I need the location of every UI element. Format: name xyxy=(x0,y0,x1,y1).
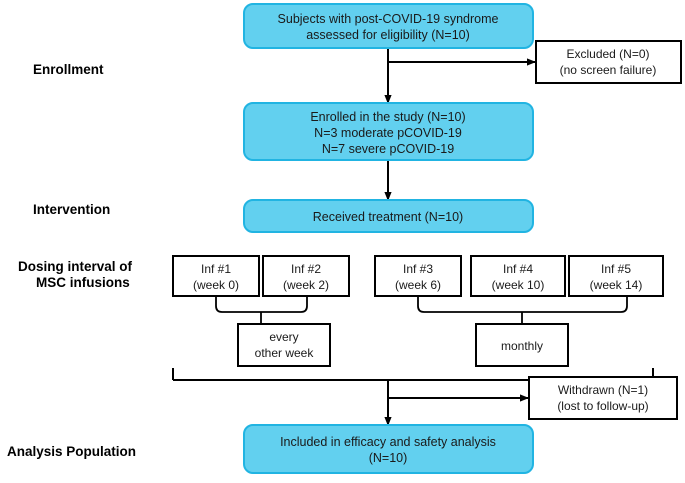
node-screening-box[interactable] xyxy=(243,3,534,49)
node-infusion-1-box[interactable] xyxy=(172,255,260,297)
node-excluded-box[interactable] xyxy=(535,40,682,84)
stage-label-dosing-line2: MSC infusions xyxy=(36,275,130,290)
node-infusion-1-line2: (week 0) xyxy=(193,278,239,292)
node-enrolled-line3: N=7 severe pCOVID-19 xyxy=(322,142,454,156)
node-excluded-line1: Excluded (N=0) xyxy=(566,47,649,61)
node-treatment[interactable]: Received treatment (N=10) xyxy=(243,199,534,233)
bracket-monthly xyxy=(417,296,628,313)
node-infusion-2-line1: Inf #2 xyxy=(291,262,321,276)
node-monthly-box[interactable] xyxy=(475,323,569,367)
node-infusion-2-box[interactable] xyxy=(262,255,350,297)
node-enrolled-line2: N=3 moderate pCOVID-19 xyxy=(314,126,462,140)
node-withdrawn-line2: (lost to follow-up) xyxy=(557,399,648,413)
node-analysis-line2: (N=10) xyxy=(369,451,408,465)
node-infusion-5-line2: (week 14) xyxy=(590,278,643,292)
node-enrolled[interactable]: Enrolled in the study (N=10) N=3 moderat… xyxy=(243,102,534,161)
node-screening[interactable]: Subjects with post-COVID-19 syndrome ass… xyxy=(243,3,534,49)
node-infusion-3-box[interactable] xyxy=(374,255,462,297)
node-infusion-5-line1: Inf #5 xyxy=(601,262,631,276)
node-excluded[interactable]: Excluded (N=0) (no screen failure) xyxy=(535,40,682,84)
node-infusion-4-box[interactable] xyxy=(470,255,566,297)
node-infusion-1[interactable]: Inf #1 (week 0) xyxy=(172,255,260,297)
node-enrolled-line1: Enrolled in the study (N=10) xyxy=(310,110,465,124)
node-analysis-box[interactable] xyxy=(243,424,534,474)
node-infusion-2-line2: (week 2) xyxy=(283,278,329,292)
node-infusion-4-line1: Inf #4 xyxy=(503,262,533,276)
node-every-other-week-box[interactable] xyxy=(237,323,331,367)
node-infusion-3-line2: (week 6) xyxy=(395,278,441,292)
stage-label-analysis: Analysis Population xyxy=(7,444,136,459)
node-infusion-3[interactable]: Inf #3 (week 6) xyxy=(374,255,462,297)
node-infusion-2[interactable]: Inf #2 (week 2) xyxy=(262,255,350,297)
node-infusion-1-line1: Inf #1 xyxy=(201,262,231,276)
bracket-every-other-week xyxy=(215,296,308,313)
node-infusion-3-line1: Inf #3 xyxy=(403,262,433,276)
node-monthly-line1: monthly xyxy=(501,339,543,353)
stage-label-enrollment: Enrollment xyxy=(33,62,104,77)
node-treatment-line1: Received treatment (N=10) xyxy=(313,210,463,224)
node-analysis-line1: Included in efficacy and safety analysis xyxy=(280,435,496,449)
node-withdrawn-line1: Withdrawn (N=1) xyxy=(558,383,648,397)
stage-label-intervention: Intervention xyxy=(33,202,110,217)
node-screening-line2: assessed for eligibility (N=10) xyxy=(306,28,470,42)
node-every-other-week-line1: every xyxy=(269,330,298,344)
node-infusion-4-line2: (week 10) xyxy=(492,278,545,292)
node-screening-line1: Subjects with post-COVID-19 syndrome xyxy=(278,12,499,26)
node-withdrawn[interactable]: Withdrawn (N=1) (lost to follow-up) xyxy=(528,376,678,420)
node-infusion-4[interactable]: Inf #4 (week 10) xyxy=(470,255,566,297)
node-every-other-week-line2: other week xyxy=(255,346,315,360)
node-enrolled-box[interactable] xyxy=(243,102,534,161)
node-infusion-5[interactable]: Inf #5 (week 14) xyxy=(568,255,664,297)
node-withdrawn-box[interactable] xyxy=(528,376,678,420)
node-analysis[interactable]: Included in efficacy and safety analysis… xyxy=(243,424,534,474)
node-monthly[interactable]: monthly xyxy=(475,323,569,367)
node-treatment-box[interactable] xyxy=(243,199,534,233)
node-every-other-week[interactable]: every other week xyxy=(237,323,331,367)
node-excluded-line2: (no screen failure) xyxy=(560,63,657,77)
node-infusion-5-box[interactable] xyxy=(568,255,664,297)
stage-label-dosing-line1: Dosing interval of xyxy=(18,259,133,274)
